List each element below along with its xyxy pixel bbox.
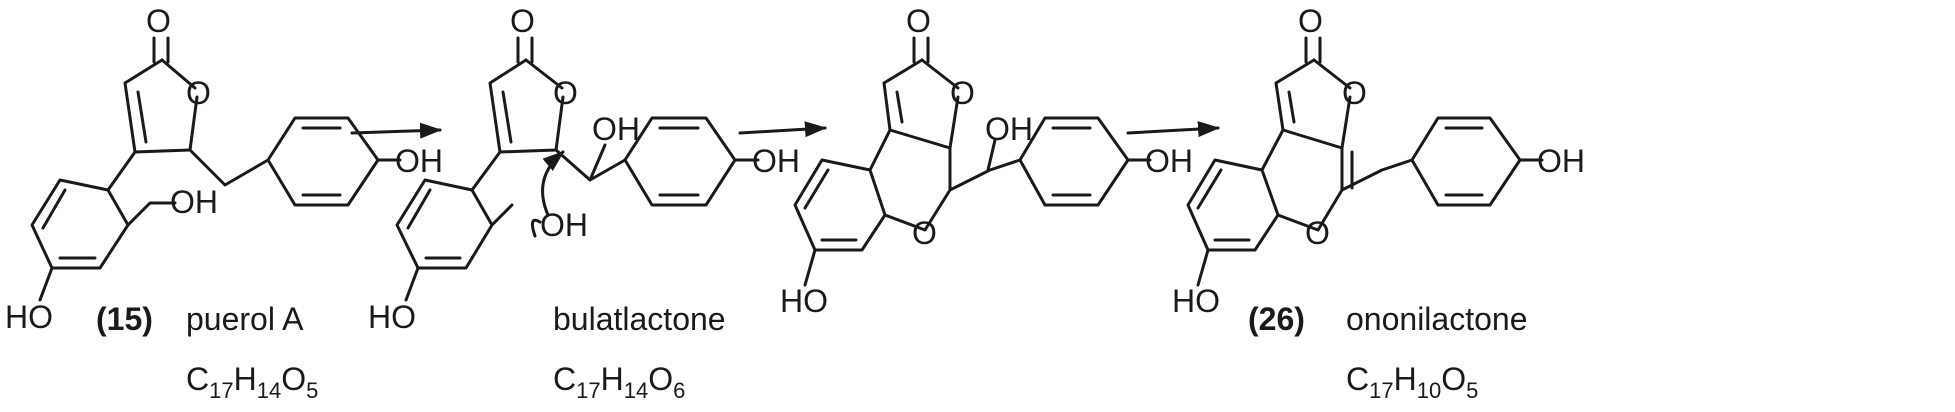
- ring-oxygen-3b: O: [912, 215, 937, 251]
- hydroxyl-2d: HO: [368, 299, 416, 335]
- hydroxyl-3c: HO: [780, 283, 828, 319]
- hydroxyl-4b: HO: [1172, 283, 1220, 319]
- reaction-arrow-2: [738, 121, 827, 138]
- reaction-arrow-1: [350, 122, 442, 139]
- compound-name-ononilactone: ononilactone: [1346, 301, 1527, 337]
- carbonyl-oxygen-1: O: [146, 3, 171, 39]
- ring-oxygen-1: O: [186, 75, 211, 111]
- hydroxyl-2c: OH: [540, 207, 588, 243]
- molecule-intermediate: [793, 36, 1152, 287]
- ring-oxygen-4a: O: [1342, 75, 1367, 111]
- molecule-puerol-a: [30, 36, 402, 302]
- compound-name-bulatlactone: bulatlactone: [553, 301, 726, 337]
- hydroxyl-4a: OH: [1537, 143, 1585, 179]
- hydroxyl-2a: OH: [592, 111, 640, 147]
- formula-puerol-a: C17H14O5: [186, 361, 318, 403]
- hydroxyl-3b: OH: [1145, 143, 1193, 179]
- compound-number-26: (26): [1248, 301, 1305, 337]
- ring-oxygen-3a: O: [950, 75, 975, 111]
- compound-number-15: (15): [96, 301, 153, 337]
- molecule-bulatlactone: [395, 36, 760, 302]
- hydroxyl-3a: OH: [985, 111, 1033, 147]
- carbonyl-oxygen-2: O: [510, 3, 535, 39]
- reaction-arrow-3: [1126, 121, 1220, 138]
- compound-name-puerol-a: puerol A: [186, 301, 304, 337]
- hydroxyl-1b: OH: [170, 184, 218, 220]
- ring-oxygen-4b: O: [1305, 215, 1330, 251]
- carbonyl-oxygen-4: O: [1298, 3, 1323, 39]
- hydroxyl-1a: OH: [395, 143, 443, 179]
- hydroxyl-2b: OH: [752, 143, 800, 179]
- molecule-ononilactone: [1186, 36, 1544, 287]
- carbonyl-oxygen-3: O: [906, 3, 931, 39]
- ring-oxygen-2: O: [553, 75, 578, 111]
- formula-ononilactone: C17H10O5: [1346, 361, 1478, 403]
- formula-bulatlactone: C17H14O6: [553, 361, 685, 403]
- hydroxyl-1c: HO: [5, 299, 53, 335]
